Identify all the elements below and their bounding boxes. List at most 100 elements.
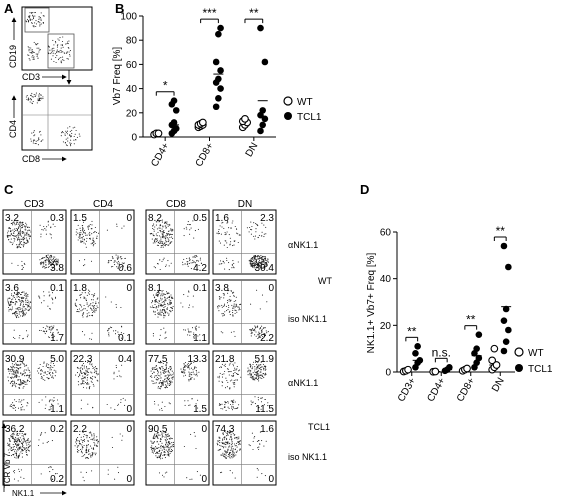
facs-dot: [234, 433, 236, 436]
facs-dot: [11, 222, 13, 224]
facs-dot: [189, 233, 191, 235]
dn-population-dot: [32, 142, 34, 144]
facs-dot: [82, 379, 84, 381]
quadrant-value-lower-right: 1.5: [193, 404, 207, 415]
facs-dot: [161, 436, 163, 438]
panel-a-cd3-gate: [47, 33, 75, 69]
facs-dot: [151, 373, 153, 375]
facs-dot: [91, 447, 93, 449]
facs-dot: [222, 438, 224, 440]
facs-dot: [160, 293, 162, 295]
facs-dot: [15, 229, 17, 231]
facs-dot: [159, 362, 161, 364]
facs-dot: [17, 434, 19, 437]
facs-dot: [151, 367, 153, 369]
facs-dot: [160, 314, 162, 316]
facs-dot: [45, 267, 47, 269]
facs-dot: [25, 298, 27, 300]
facs-dot: [9, 405, 11, 407]
facs-dot: [52, 331, 54, 334]
facs-dot: [19, 238, 21, 240]
facs-dot: [91, 315, 94, 317]
facs-dot: [164, 375, 166, 377]
facs-dot: [88, 304, 90, 306]
double-negative-dot: [33, 58, 35, 60]
facs-dot: [159, 311, 161, 313]
facs-dot: [259, 335, 261, 337]
facs-dot: [25, 222, 27, 224]
facs-dot: [162, 230, 164, 233]
facs-dot: [188, 404, 190, 406]
facs-dot: [45, 255, 47, 257]
facs-dot: [224, 456, 226, 458]
facs-dot: [163, 232, 165, 234]
facs-dot: [42, 326, 44, 329]
facs-dot: [42, 257, 44, 259]
facs-dot: [90, 243, 92, 245]
facs-dot: [13, 372, 15, 374]
facs-dot: [27, 226, 29, 228]
facs-dot: [13, 235, 15, 237]
panel-d-point-tcl1: [502, 338, 510, 345]
facs-dot: [166, 221, 168, 223]
facs-dot: [9, 235, 11, 237]
facs-dot: [261, 222, 263, 224]
facs-dot: [52, 362, 55, 365]
facs-dot: [254, 255, 257, 257]
facs-dot: [16, 230, 18, 232]
facs-dot: [168, 303, 170, 305]
facs-dot: [29, 380, 31, 383]
facs-dot: [121, 337, 123, 339]
facs-plot-frame: [212, 350, 277, 416]
facs-dot: [225, 452, 228, 454]
facs-dot: [251, 229, 253, 231]
facs-dot: [82, 316, 84, 318]
facs-dot: [193, 261, 195, 263]
facs-dot: [153, 447, 155, 449]
cd19-population-dot: [31, 22, 33, 24]
facs-dot: [46, 266, 48, 268]
facs-dot: [188, 331, 190, 334]
facs-dot: [18, 299, 20, 301]
facs-dot: [149, 233, 151, 235]
facs-dot: [251, 376, 253, 378]
facs-dot: [107, 329, 109, 331]
facs-dot: [14, 450, 16, 452]
facs-dot: [258, 380, 260, 382]
facs-dot: [105, 296, 107, 298]
facs-dot: [13, 478, 16, 480]
panel-d-point-wt: [404, 365, 412, 374]
facs-dot: [56, 262, 58, 264]
quadrant-value-upper-left: 3.6: [5, 283, 19, 294]
facs-dot: [191, 327, 194, 329]
panel-a: CD19 CD3 CD4 CD8: [8, 6, 93, 164]
facs-dot: [228, 407, 230, 409]
facs-dot: [219, 260, 222, 262]
facs-dot: [7, 230, 9, 232]
dn-population-dot: [34, 142, 36, 145]
facs-dot: [83, 367, 85, 369]
facs-dot: [10, 366, 12, 368]
facs-dot: [10, 304, 12, 306]
facs-dot: [26, 297, 28, 299]
facs-dot: [184, 366, 186, 368]
facs-dot: [13, 221, 15, 223]
facs-dot: [220, 296, 222, 298]
panel-b-point-tcl1: [172, 107, 180, 114]
facs-dot: [193, 336, 195, 338]
panel-b-point-tcl1: [172, 125, 180, 132]
double-negative-dot: [38, 49, 40, 51]
facs-dot: [217, 231, 220, 233]
quadrant-value-lower-right: 0: [201, 474, 207, 485]
facs-dot: [166, 445, 168, 447]
facs-dot: [255, 259, 257, 261]
quadrant-value-upper-left: 8.1: [148, 283, 162, 294]
facs-dot: [151, 238, 153, 240]
facs-dot: [258, 440, 260, 442]
facs-dot: [7, 368, 9, 370]
facs-dot: [112, 330, 115, 332]
facs-dot: [87, 228, 90, 230]
facs-dot: [39, 329, 41, 331]
facs-dot: [10, 447, 13, 449]
